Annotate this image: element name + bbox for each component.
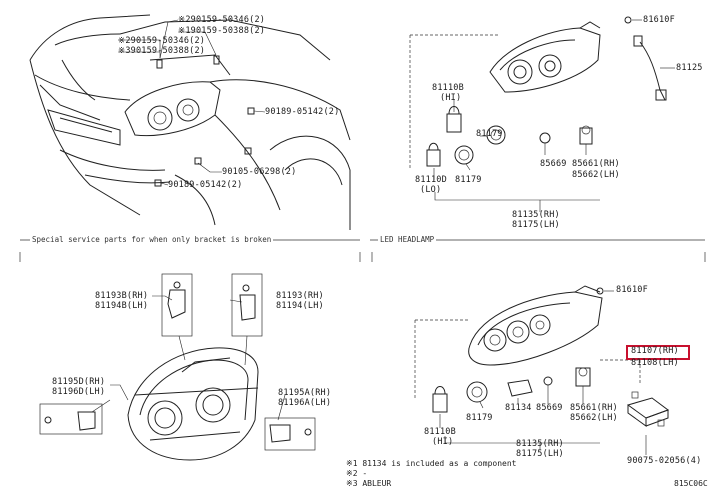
part-label-81610f-bottom: 81610F: [616, 285, 648, 295]
part-label-81196d: 81196D(LH): [52, 387, 106, 397]
part-label-81195a: 81195A(RH): [278, 388, 332, 398]
part-label-85669-top: 85669: [540, 159, 567, 169]
part-label-90075-02056: 90075-02056(4): [627, 456, 702, 466]
part-label-81134: 81134: [505, 403, 532, 413]
footnote-1: ※1 81134 is included as a component: [346, 459, 517, 468]
part-label-85669-bottom: 85669: [536, 403, 563, 413]
halogen-headlamp-illustration: [409, 16, 675, 212]
part-label-81110b-top: 81110B: [432, 83, 464, 93]
part-label-85661-top: 85661(RH): [572, 159, 620, 169]
part-label-81179-top-a: 81179: [476, 129, 503, 139]
section-title-bracket-parts: Special service parts for when only brac…: [30, 235, 274, 244]
part-label-85662-bottom: 85662(LH): [570, 413, 618, 423]
diagram-code: 815C06C: [674, 479, 708, 488]
footnote-2: ※2 -: [346, 469, 368, 478]
part-label-81125: 81125: [676, 63, 703, 73]
part-label-81175-top: 81175(LH): [512, 220, 560, 230]
part-label-81135-top: 81135(RH): [512, 210, 560, 220]
part-label-81194: 81194(LH): [276, 301, 324, 311]
part-label-81108: 81108(LH): [631, 358, 679, 368]
part-label-81196a: 81196A(LH): [278, 398, 332, 408]
part-label-81195d: 81195D(RH): [52, 377, 106, 387]
part-label-81610f-top: 81610F: [643, 15, 675, 25]
part-label-81175-bottom: 81175(LH): [516, 449, 564, 459]
part-label-81110b-bottom-sub: (HI): [432, 437, 454, 447]
part-label-90159-50388-a: ※190159-50388(2): [178, 26, 266, 36]
part-label-81110b-top-sub: (HI): [440, 93, 462, 103]
car-front-illustration: [29, 14, 351, 230]
highlight-box-81107: [626, 345, 690, 360]
part-label-81179-bottom: 81179: [466, 413, 493, 423]
part-label-85661-bottom: 85661(RH): [570, 403, 618, 413]
part-label-81110d: 81110D: [415, 175, 447, 185]
part-label-81193b: 81193B(RH): [95, 291, 149, 301]
part-label-90159-50346-a: ※290159-50346(2): [178, 15, 266, 25]
part-label-81110d-sub: (LO): [420, 185, 442, 195]
part-label-90189-05142-a: 90189-05142(2): [265, 107, 340, 117]
part-label-81194b: 81194B(LH): [95, 301, 149, 311]
part-label-90189-05142-b: 90189-05142(2): [168, 180, 243, 190]
part-label-90159-50388-b: ※390159-50388(2): [118, 46, 206, 56]
led-headlamp-illustration: [414, 285, 670, 455]
part-label-90105-06298: 90105-06298(2): [222, 167, 297, 177]
part-label-81193: 81193(RH): [276, 291, 324, 301]
part-label-81110b-bottom: 81110B: [424, 427, 456, 437]
bracket-headlamp-illustration: [39, 273, 316, 461]
part-label-81135-bottom: 81135(RH): [516, 439, 564, 449]
section-title-led-headlamp: LED HEADLAMP: [378, 235, 437, 244]
footnote-3: ※3 ABLEUR: [346, 479, 392, 488]
part-label-85662-top: 85662(LH): [572, 170, 620, 180]
part-label-81107: 81107(RH): [631, 346, 679, 356]
part-label-90159-50346-b: ※290159-50346(2): [118, 36, 206, 46]
part-label-81179-top-b: 81179: [455, 175, 482, 185]
